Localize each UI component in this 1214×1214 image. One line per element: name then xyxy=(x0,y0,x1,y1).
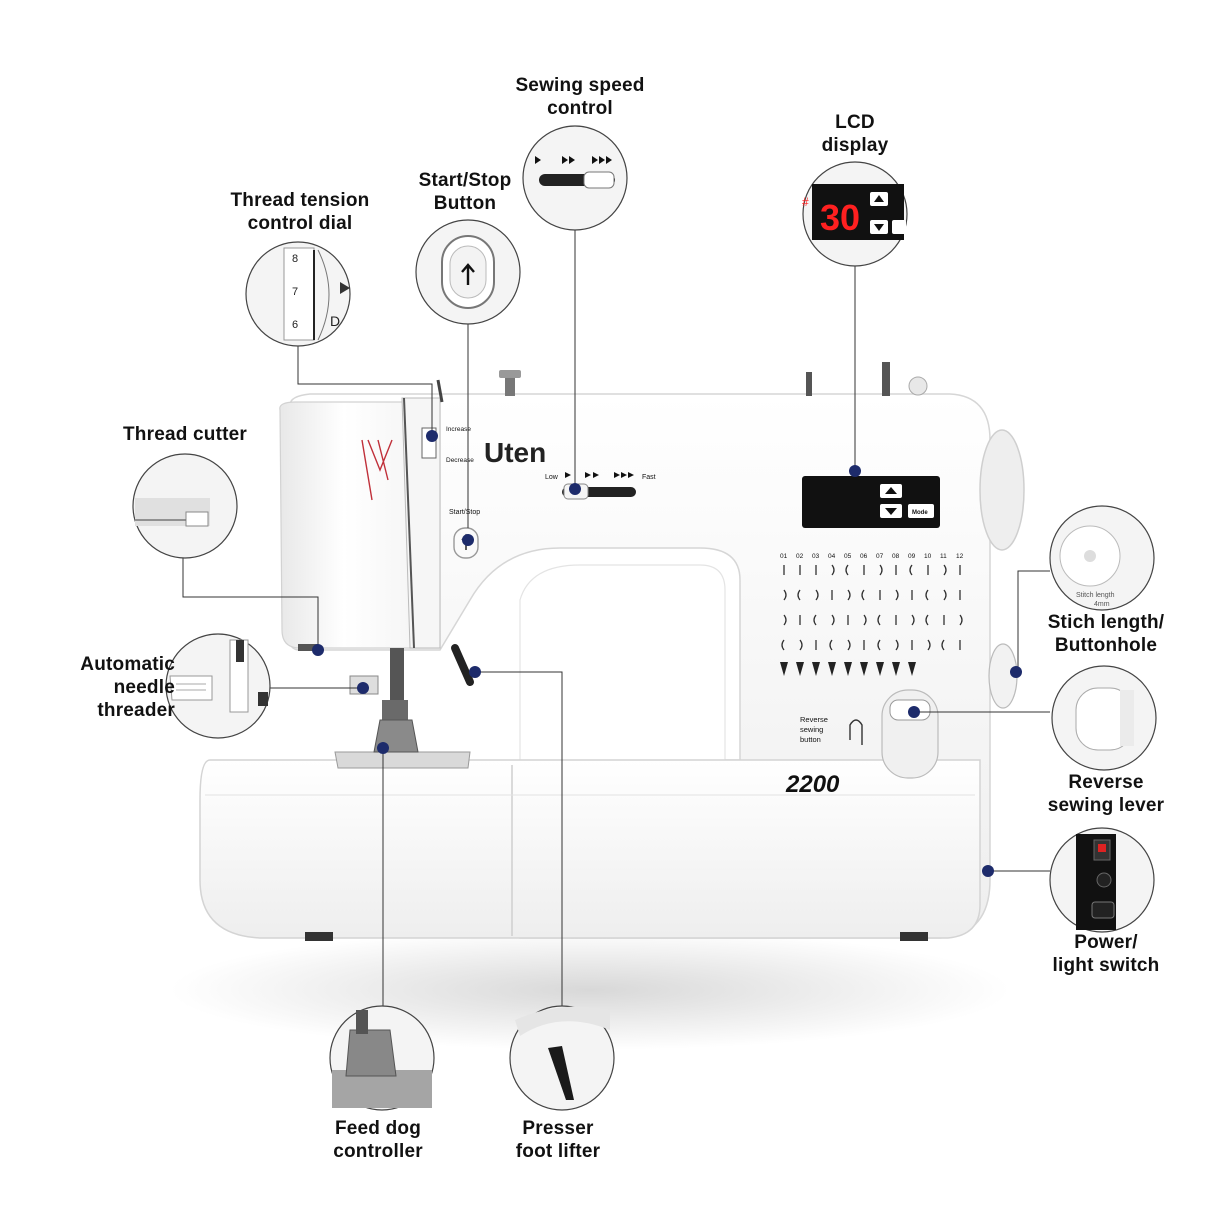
label-line: sewing lever xyxy=(1047,795,1165,816)
label-line: Reverse xyxy=(1068,772,1144,793)
tension-detail-content xyxy=(283,247,350,341)
label-line: control xyxy=(547,98,613,119)
label-line: Start/Stop xyxy=(418,170,512,191)
label-line: Presser xyxy=(522,1118,594,1139)
leader-lines xyxy=(182,228,1050,1010)
stitch-numbers: 01 02 03 04 05 06 07 08 09 10 11 12 xyxy=(780,553,964,560)
stitch-number: 05 xyxy=(844,553,852,560)
label-tension: Thread tension control dial xyxy=(210,189,390,235)
label-line: Stich length/ xyxy=(1047,612,1165,633)
speed-detail-content xyxy=(535,156,615,189)
reverse-label-1: Reverse xyxy=(800,715,828,724)
label-line: light switch xyxy=(1052,955,1160,976)
power-detail-content xyxy=(1076,834,1116,930)
dial-number: 6 xyxy=(292,319,298,331)
threader-detail-content xyxy=(169,639,268,713)
presser-content xyxy=(515,1006,610,1100)
label-line: controller xyxy=(333,1141,423,1162)
stitch-chart xyxy=(781,564,963,651)
label-reverse: Reverse sewing lever xyxy=(1031,771,1181,817)
label-cutter: Thread cutter xyxy=(105,423,265,446)
feed-dog-content xyxy=(332,1010,432,1108)
dial-number: 7 xyxy=(292,286,298,298)
stitch-number: 08 xyxy=(892,553,900,560)
reverse-detail-content xyxy=(1075,687,1134,751)
speed-low-text: Low xyxy=(545,474,559,481)
label-line: Button xyxy=(433,193,497,214)
stitch-number: 02 xyxy=(796,553,804,560)
machine-controls xyxy=(453,476,1018,779)
label-start-stop: Start/Stop Button xyxy=(395,169,535,215)
label-sewing-speed: Sewing speed control xyxy=(495,74,665,120)
lcd-digits: 30 xyxy=(820,197,860,238)
model-number: 2200 xyxy=(785,771,840,798)
stitch-number: 10 xyxy=(924,553,932,560)
stitch-number: 12 xyxy=(956,553,964,560)
label-line: threader xyxy=(97,700,175,721)
lcd-hash: # xyxy=(802,195,809,209)
start-stop-text: Start/Stop xyxy=(449,509,480,516)
dial-letter: D xyxy=(330,313,340,329)
increase-text: Increase xyxy=(446,426,471,433)
label-feed-dog: Feed dog controller xyxy=(313,1117,443,1163)
label-line: foot lifter xyxy=(515,1141,601,1162)
decrease-text: Decrease xyxy=(446,457,474,464)
stitch-number: 04 xyxy=(828,553,836,560)
stitch-number: 11 xyxy=(940,553,947,560)
stitch-length-content xyxy=(1059,525,1121,587)
label-line: Thread cutter xyxy=(122,424,247,445)
mode-button-text: Mode xyxy=(912,510,928,516)
label-line: Sewing speed xyxy=(515,75,645,96)
label-line: needle xyxy=(113,677,175,698)
start-stop-detail-content xyxy=(441,235,495,309)
stitch-number: 06 xyxy=(860,553,868,560)
lcd-detail-content xyxy=(812,184,906,240)
label-line: Automatic xyxy=(80,654,175,675)
callout-dots xyxy=(312,430,1022,877)
label-line: LCD xyxy=(835,112,875,133)
stitch-number: 07 xyxy=(876,553,884,560)
brand-logo: Uten xyxy=(484,437,546,468)
label-stitch-length: Stich length/ Buttonhole xyxy=(1036,611,1176,657)
label-power: Power/ light switch xyxy=(1036,931,1176,977)
label-line: display xyxy=(821,135,889,156)
stitch-length-text: Stitch length xyxy=(1076,592,1115,599)
label-line: Thread tension xyxy=(230,190,370,211)
label-line: Power/ xyxy=(1074,932,1138,953)
buttonhole-stitches xyxy=(780,662,916,676)
label-line: Feed dog xyxy=(334,1118,422,1139)
label-line: Buttonhole xyxy=(1054,635,1158,656)
dial-number: 8 xyxy=(292,253,298,265)
label-line: control dial xyxy=(247,213,353,234)
label-presser: Presser foot lifter xyxy=(493,1117,623,1163)
stitch-number: 01 xyxy=(780,553,788,560)
reverse-label-2: sewing xyxy=(800,725,823,734)
stitch-number: 09 xyxy=(908,553,916,560)
stitch-length-mm: 4mm xyxy=(1094,601,1110,608)
label-lcd: LCD display xyxy=(790,111,920,157)
speed-fast-text: Fast xyxy=(642,474,656,481)
tension-dial-numbers: 8 7 6 xyxy=(292,253,298,331)
label-threader: Automatic needle threader xyxy=(50,653,175,722)
stitch-number: 03 xyxy=(812,553,820,560)
reverse-label-3: button xyxy=(800,735,821,744)
cutter-detail-content xyxy=(135,498,210,527)
